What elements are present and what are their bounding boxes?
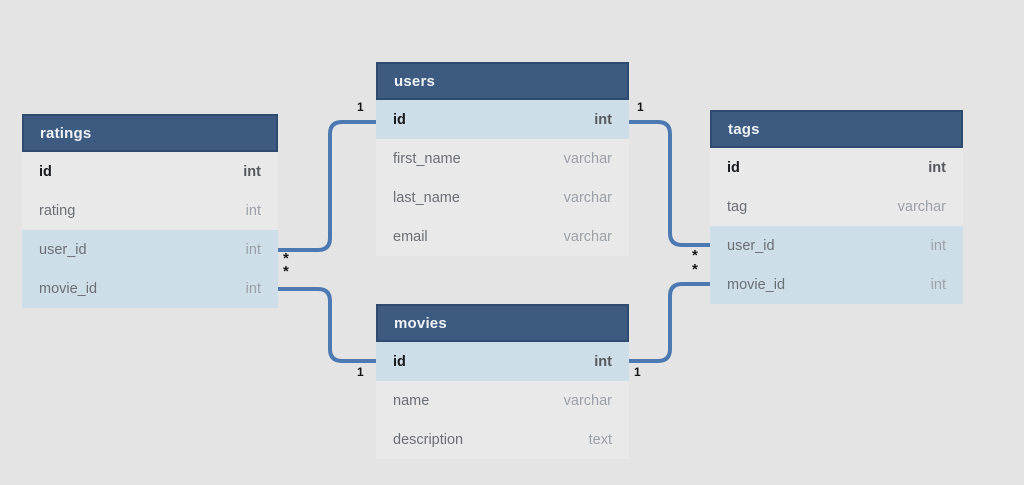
column-name: last_name <box>393 189 460 206</box>
column-type: int <box>245 202 261 219</box>
table-users[interactable]: users id int first_name varchar last_nam… <box>376 62 629 256</box>
connector-users-id-to-tags-user-id <box>628 120 711 247</box>
table-row: tag varchar <box>710 187 963 226</box>
table-row: email varchar <box>376 217 629 256</box>
connector-movies-id-to-tags-movie-id <box>628 282 711 363</box>
table-row: first_name varchar <box>376 139 629 178</box>
column-name: user_id <box>39 241 87 258</box>
column-type: text <box>588 431 612 448</box>
column-name: description <box>393 431 464 448</box>
table-tags[interactable]: tags id int tag varchar user_id int movi… <box>710 110 963 304</box>
table-row: description text <box>376 420 629 459</box>
column-type: varchar <box>897 198 946 215</box>
table-row: id int <box>376 342 629 381</box>
column-name: movie_id <box>727 276 786 293</box>
cardinality-one-movies-left: 1 <box>357 365 364 379</box>
column-type: int <box>930 276 946 293</box>
column-type: int <box>245 280 261 297</box>
table-ratings-header[interactable]: ratings <box>22 114 278 152</box>
cardinality-many-tags-user-id: * <box>692 247 698 264</box>
cardinality-many-ratings-movie-id: * <box>283 263 289 280</box>
column-name: id <box>393 353 406 370</box>
column-name: id <box>727 159 740 176</box>
cardinality-many-tags-movie-id: * <box>692 261 698 278</box>
column-type: varchar <box>563 392 612 409</box>
column-type: int <box>594 353 612 370</box>
column-type: int <box>928 159 946 176</box>
table-row: id int <box>376 100 629 139</box>
column-type: int <box>245 241 261 258</box>
column-name: rating <box>39 202 76 219</box>
table-movies[interactable]: movies id int name varchar description t… <box>376 304 629 459</box>
cardinality-one-users-left: 1 <box>357 100 364 114</box>
column-type: varchar <box>563 228 612 245</box>
table-row: last_name varchar <box>376 178 629 217</box>
column-type: varchar <box>563 189 612 206</box>
cardinality-many-ratings-user-id: * <box>283 250 289 267</box>
table-row: movie_id int <box>710 265 963 304</box>
table-movies-header[interactable]: movies <box>376 304 629 342</box>
column-type: int <box>594 111 612 128</box>
table-row: rating int <box>22 191 278 230</box>
table-row: user_id int <box>22 230 278 269</box>
cardinality-one-users-right: 1 <box>637 100 644 114</box>
connector-ratings-movie-id-to-movies-id <box>278 287 377 363</box>
column-name: tag <box>727 198 748 215</box>
column-name: first_name <box>393 150 461 167</box>
column-name: id <box>393 111 406 128</box>
column-name: movie_id <box>39 280 98 297</box>
column-name: user_id <box>727 237 775 254</box>
table-row: user_id int <box>710 226 963 265</box>
table-row: name varchar <box>376 381 629 420</box>
table-row: movie_id int <box>22 269 278 308</box>
column-type: varchar <box>563 150 612 167</box>
cardinality-one-movies-right: 1 <box>634 365 641 379</box>
column-name: email <box>393 228 428 245</box>
table-row: id int <box>710 148 963 187</box>
table-ratings[interactable]: ratings id int rating int user_id int mo… <box>22 114 278 308</box>
column-type: int <box>243 163 261 180</box>
column-name: name <box>393 392 430 409</box>
connector-ratings-user-id-to-users-id <box>278 120 377 252</box>
column-name: id <box>39 163 52 180</box>
table-users-header[interactable]: users <box>376 62 629 100</box>
table-row: id int <box>22 152 278 191</box>
column-type: int <box>930 237 946 254</box>
table-tags-header[interactable]: tags <box>710 110 963 148</box>
